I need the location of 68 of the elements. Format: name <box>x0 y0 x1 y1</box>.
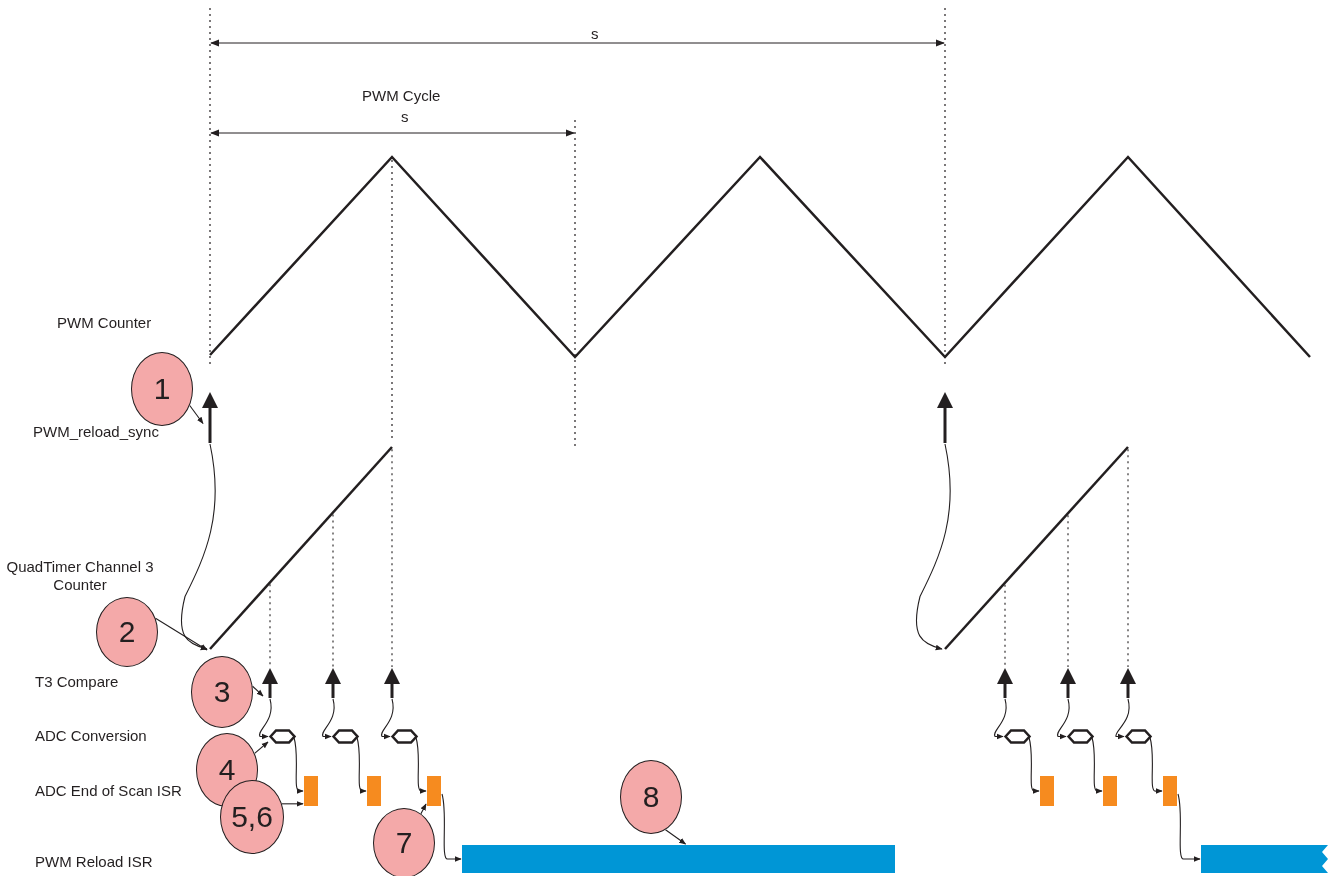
signal-label: ADC Conversion <box>35 727 147 745</box>
isr-block <box>367 776 381 806</box>
connector-line <box>1004 584 1006 668</box>
counter-ramp <box>208 445 394 651</box>
signal-label: ADC End of Scan ISR <box>35 782 182 800</box>
arrow <box>1115 698 1130 740</box>
connector-line <box>332 514 334 668</box>
dimension-label: s <box>401 108 409 126</box>
isr-block <box>1201 845 1328 873</box>
arrow <box>441 793 462 862</box>
arrow <box>915 443 951 651</box>
isr-block <box>462 845 895 873</box>
arrow <box>321 698 335 740</box>
arrow <box>258 698 272 740</box>
connector-line <box>1127 448 1129 668</box>
pulse-marker <box>384 668 400 698</box>
conversion-hexagon <box>1004 729 1031 744</box>
arrow <box>1149 736 1163 794</box>
arrow <box>1091 736 1103 794</box>
signal-label: PWM Reload ISR <box>35 853 153 871</box>
arrow <box>1028 736 1040 794</box>
signal-label: T3 Compare <box>35 673 119 691</box>
conversion-hexagon <box>1125 729 1152 744</box>
callout-number: 2 <box>96 597 158 667</box>
cycle-label: PWM Cycle <box>362 87 441 105</box>
arrow <box>1177 793 1201 862</box>
leader-line <box>420 803 427 815</box>
leader-line <box>254 741 269 754</box>
callout-number: 5,6 <box>220 780 284 854</box>
isr-block <box>304 776 318 806</box>
callout-number: 1 <box>131 352 193 426</box>
conversion-hexagon <box>391 729 418 744</box>
isr-block <box>427 776 441 806</box>
pulse-marker <box>1060 668 1076 698</box>
signal-label: PWM_reload_sync <box>33 423 159 441</box>
pulse-marker <box>1120 668 1136 698</box>
leader-line <box>154 617 208 651</box>
pulse-marker <box>262 668 278 698</box>
arrow <box>180 443 216 651</box>
pulse-marker <box>937 392 953 443</box>
signal-label: QuadTimer Channel 3 Counter <box>5 558 155 594</box>
isr-block <box>1040 776 1054 806</box>
isr-block <box>1103 776 1117 806</box>
dimension-label: s <box>591 25 599 43</box>
arrow <box>1056 698 1070 740</box>
isr-block <box>1163 776 1177 806</box>
leader-line <box>189 404 204 425</box>
arrow <box>293 736 304 794</box>
callout-number: 3 <box>191 656 253 728</box>
arrow <box>415 736 427 794</box>
conversion-hexagon <box>332 729 359 744</box>
pulse-marker <box>202 392 218 443</box>
callout-number: 7 <box>373 808 435 876</box>
arrow <box>356 736 367 794</box>
conversion-hexagon <box>1067 729 1094 744</box>
arrow <box>380 698 394 740</box>
callout-number: 8 <box>620 760 682 834</box>
leader-line <box>252 685 264 697</box>
counter-ramp <box>943 445 1130 651</box>
connector-line <box>391 448 393 668</box>
leader-line <box>664 829 687 845</box>
signal-label: PWM Counter <box>57 314 152 332</box>
arrow <box>993 698 1007 740</box>
connector-line <box>1067 514 1069 668</box>
pulse-marker <box>997 668 1013 698</box>
leader-line <box>281 801 304 807</box>
conversion-hexagon <box>269 729 296 744</box>
pulse-marker <box>325 668 341 698</box>
